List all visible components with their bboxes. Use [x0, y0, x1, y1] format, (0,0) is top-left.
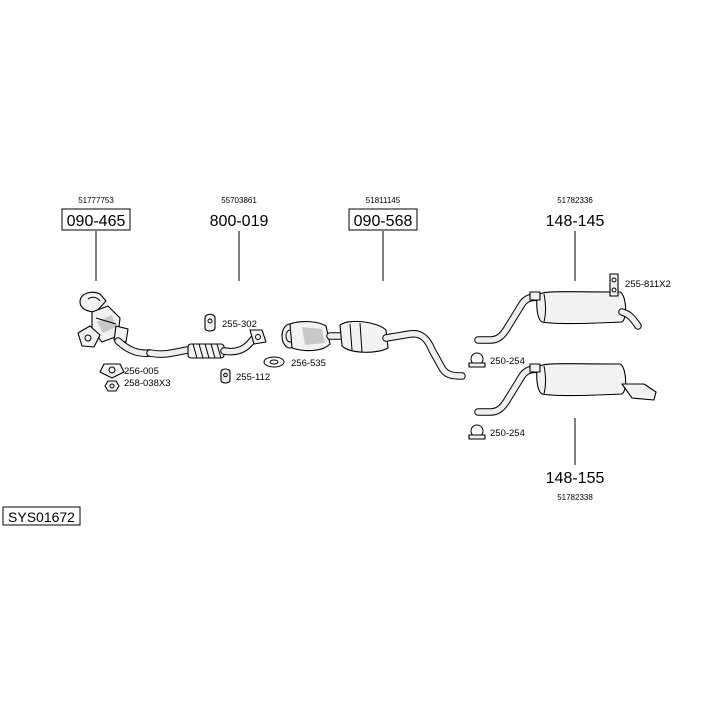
gasket-icon: [263, 356, 285, 368]
nut-icon: [104, 380, 120, 392]
fitting-label: 256-535: [291, 358, 326, 369]
rubber-hanger-icon: [609, 273, 619, 297]
part-number-box: [348, 208, 418, 231]
part-number: 148-145: [546, 213, 605, 230]
oe-number: 51777753: [78, 196, 114, 205]
catalytic-manifold-part: [77, 291, 154, 357]
fitting-250-254-upper[interactable]: 250-254: [468, 352, 525, 368]
front-pipe-part: [146, 329, 267, 359]
fitting-label: 255-302: [222, 319, 257, 330]
fitting-256-005[interactable]: 256-005: [99, 363, 159, 379]
system-id-box: [2, 506, 81, 526]
fitting-label: 255-811X2: [625, 279, 671, 290]
assembly-800-019[interactable]: 55703861 800-019: [146, 196, 269, 359]
oe-number: 51782336: [557, 196, 593, 205]
fitting-label: 250-254: [490, 356, 525, 367]
fitting-label: 250-254: [490, 428, 525, 439]
fitting-258-038x3[interactable]: 258-038X3: [104, 378, 170, 392]
rubber-hanger-icon: [204, 313, 216, 332]
oe-number: 51811145: [366, 196, 401, 205]
rear-silencer-part: [474, 291, 642, 344]
part-number-box: [61, 208, 131, 231]
assembly-090-568[interactable]: 51811145 090-568: [281, 196, 466, 380]
fitting-255-811x2[interactable]: 255-811X2: [609, 273, 671, 297]
part-number: 800-019: [210, 213, 269, 230]
part-number: 090-465: [67, 213, 126, 230]
fitting-256-535[interactable]: 256-535: [263, 356, 326, 369]
oe-number: 55703861: [221, 196, 257, 205]
centre-section-part: [281, 320, 466, 380]
rubber-hanger-icon: [220, 368, 231, 384]
assembly-148-155[interactable]: 148-155 51782338: [474, 363, 657, 502]
assembly-148-145[interactable]: 51782336 148-145: [474, 196, 642, 344]
triangle-gasket-icon: [99, 363, 125, 379]
system-id-label: SYS01672: [8, 509, 75, 525]
rear-silencer-part: [474, 363, 657, 416]
assembly-090-465[interactable]: 51777753 090-465: [61, 196, 154, 357]
oe-number: 51782338: [557, 493, 593, 502]
system-id: SYS01672: [2, 506, 81, 526]
part-number: 090-568: [354, 213, 413, 230]
fitting-label: 258-038X3: [124, 378, 170, 389]
fitting-label: 255-112: [236, 372, 270, 383]
fitting-255-112[interactable]: 255-112: [220, 368, 270, 384]
clamp-icon: [468, 424, 486, 440]
clamp-icon: [468, 352, 486, 368]
fitting-250-254-lower[interactable]: 250-254: [468, 424, 525, 440]
part-number: 148-155: [546, 470, 605, 487]
fitting-255-302[interactable]: 255-302: [204, 313, 257, 332]
fitting-label: 256-005: [124, 366, 159, 377]
